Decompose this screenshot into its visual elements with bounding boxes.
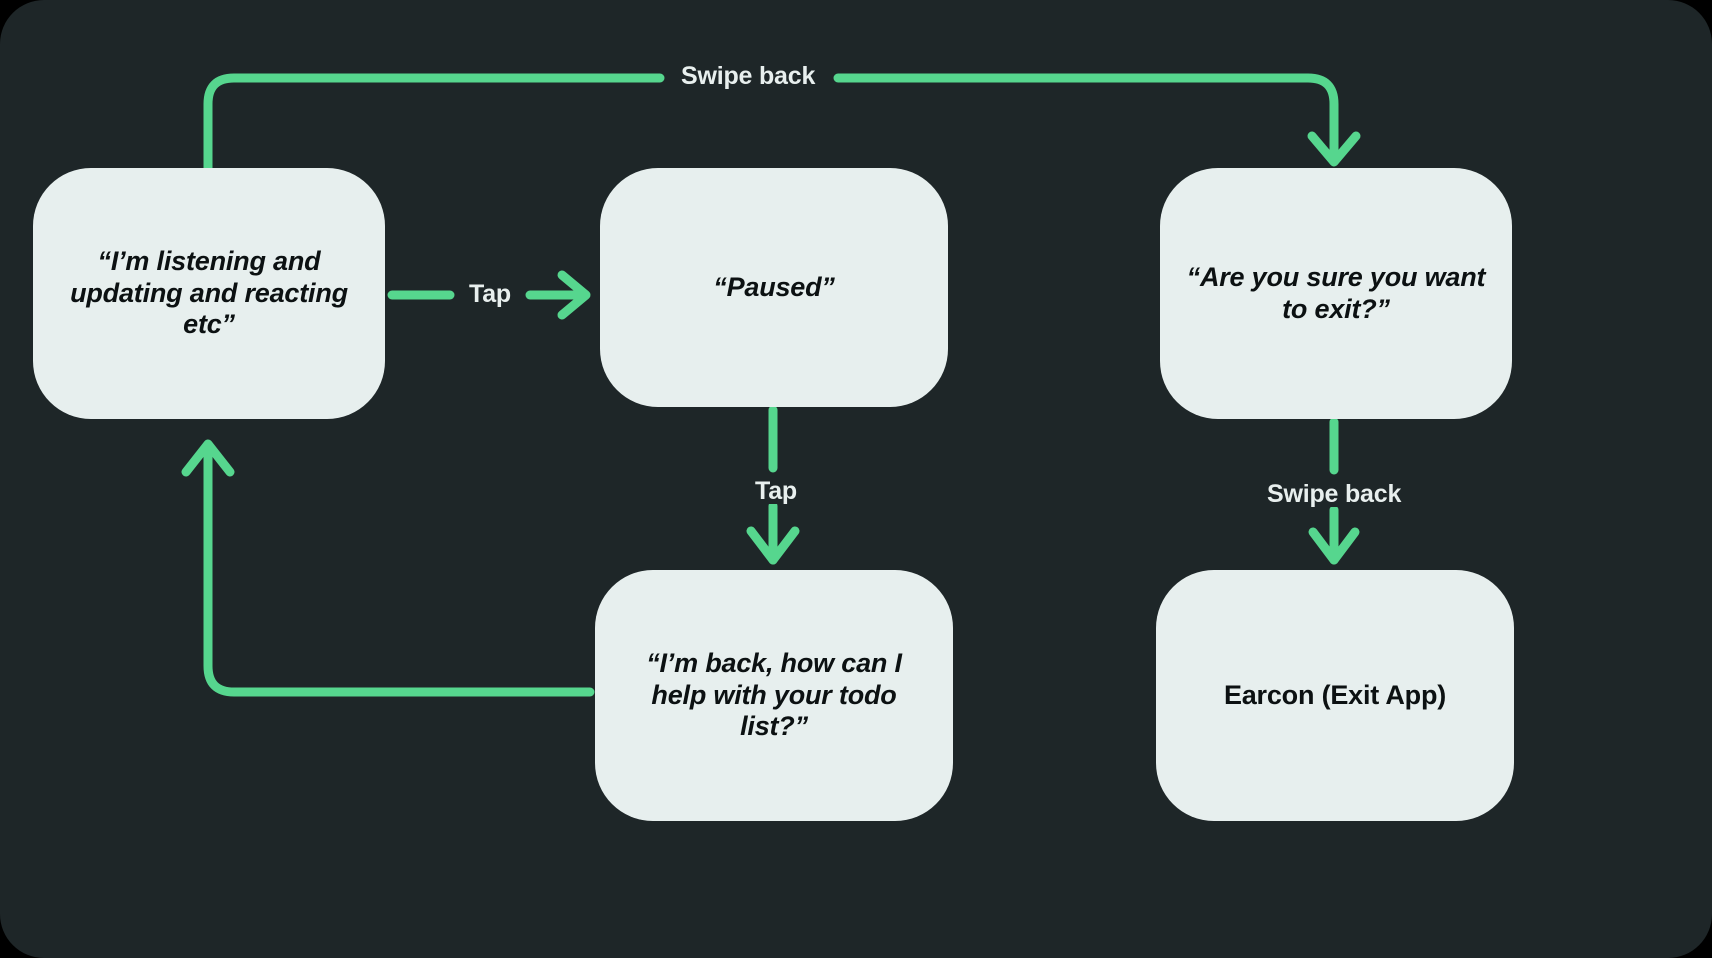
node-earcon[interactable]: Earcon (Exit App): [1156, 570, 1514, 821]
edge-confirm-to-earcon: [1308, 417, 1360, 565]
edge-label-tap-listening-to-paused: Tap: [456, 282, 524, 307]
edge-listening-to-confirm: [203, 73, 1361, 173]
node-listening[interactable]: “I’m listening and updating and reacting…: [33, 168, 385, 419]
node-earcon-label: Earcon (Exit App): [1223, 679, 1447, 710]
node-listening-label: “I’m listening and updating and reacting…: [70, 245, 348, 340]
edge-label-swipe-back-confirm-to-earcon: Swipe back: [1254, 482, 1415, 507]
node-paused-label: “Paused”: [713, 271, 835, 302]
edge-label-tap-paused-to-back: Tap: [742, 479, 810, 504]
node-confirm-exit[interactable]: “Are you sure you want to exit?”: [1160, 168, 1512, 419]
node-back-todo-label: “I’m back, how can I help with your todo…: [646, 647, 902, 742]
edge-listening-to-paused: [387, 270, 591, 320]
node-back-todo[interactable]: “I’m back, how can I help with your todo…: [595, 570, 953, 821]
edge-paused-to-back: [746, 405, 800, 565]
edge-label-swipe-back-top: Swipe back: [668, 64, 829, 89]
node-paused[interactable]: “Paused”: [600, 168, 948, 407]
edge-back-to-listening: [181, 439, 595, 697]
node-confirm-exit-label: “Are you sure you want to exit?”: [1186, 261, 1486, 324]
